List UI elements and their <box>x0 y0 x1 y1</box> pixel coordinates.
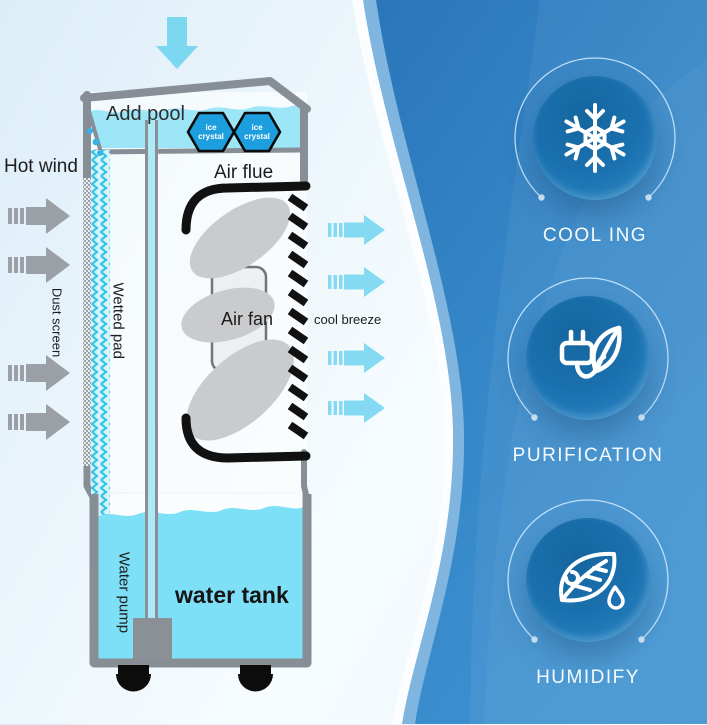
dust-screen-label: Dust screen <box>49 287 65 358</box>
hot-wind-arrow-icon <box>8 355 70 391</box>
hot-wind-arrow-icon <box>8 247 70 283</box>
feature-ring <box>514 57 676 201</box>
feature-label: COOL ING <box>542 225 648 246</box>
cool-breeze-arrows <box>328 215 385 423</box>
hot-wind-label: Hot wind <box>4 156 78 177</box>
cool-breeze-arrow-icon <box>328 393 385 423</box>
hot-wind-arrow-icon <box>8 198 70 234</box>
add-pool-label: Add pool <box>106 103 185 125</box>
outlet-louvers <box>287 193 309 440</box>
ice-crystal-hexagon-icon <box>232 111 282 153</box>
ice-crystal-badge-label: ice crystal <box>198 123 224 142</box>
feature-humidify: HUMIDIFY <box>488 495 688 725</box>
air-cooler-diagram <box>8 17 385 692</box>
leaf-droplet-icon <box>559 551 625 610</box>
wheels <box>116 665 273 692</box>
tank-outline <box>89 494 312 668</box>
plug-leaf-icon <box>559 325 622 379</box>
feature-ring <box>507 499 669 643</box>
feature-purification: PURIFICATION <box>488 273 688 503</box>
air-flue-label: Air flue <box>214 162 274 183</box>
fan-blades <box>181 197 294 441</box>
pump-pipe <box>145 120 158 632</box>
ice-crystal-hexagons <box>186 111 282 153</box>
wetted-pad-strip <box>91 150 110 516</box>
cool-breeze-arrow-icon <box>328 343 385 373</box>
wetted-pad-label: Wetted pad <box>109 282 127 359</box>
air-flue-duct <box>181 181 311 463</box>
water-pump-label: Water pump <box>115 551 133 634</box>
water-tank-label: water tank <box>175 582 289 608</box>
feature-label: HUMIDIFY <box>536 667 640 688</box>
feature-label: PURIFICATION <box>512 445 664 466</box>
water-drop-icon <box>87 128 103 156</box>
snowflake-icon <box>564 103 626 173</box>
dust-screen-strip <box>83 178 92 466</box>
air-fan-label: Air fan <box>221 309 274 329</box>
hot-wind-arrow-icon <box>8 404 70 440</box>
feature-circle <box>533 76 657 200</box>
water-pump-box <box>133 618 172 659</box>
down-arrow-icon <box>156 17 198 69</box>
feature-circle <box>526 296 650 420</box>
cool-breeze-label: cool breeze <box>314 312 382 327</box>
feature-cooling: COOL ING <box>495 53 695 283</box>
cool-breeze-arrow-icon <box>328 267 385 297</box>
feature-circle <box>526 518 650 642</box>
ice-crystal-badge-label: ice crystal <box>244 123 270 142</box>
hot-wind-arrows <box>8 198 70 440</box>
cool-breeze-arrow-icon <box>328 215 385 245</box>
feature-ring <box>507 277 669 421</box>
